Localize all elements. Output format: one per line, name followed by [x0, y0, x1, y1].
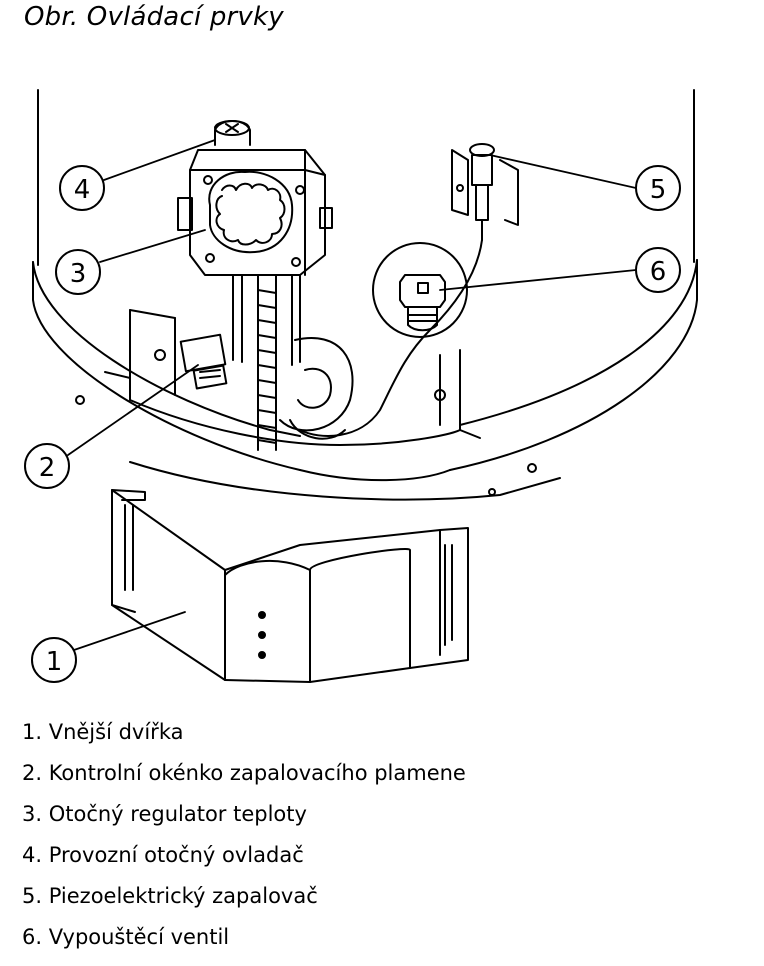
- legend-item-piezo-igniter: 5. Piezoelektrický zapalovač: [22, 884, 318, 908]
- tank-body: [37, 89, 695, 266]
- callout-2: 2: [24, 443, 70, 489]
- leader-lines: [67, 139, 637, 651]
- figure-caption: Obr. Ovládací prvky: [24, 2, 284, 32]
- svg-text:1: 1: [46, 647, 63, 677]
- water-heater-diagram: 1 2 3 4 5 6: [24, 89, 698, 683]
- callout-4: 4: [59, 165, 105, 211]
- operating-knob: [214, 120, 251, 146]
- temperature-dial: [208, 170, 294, 254]
- svg-text:6: 6: [650, 257, 667, 287]
- callout-1: 1: [31, 637, 77, 683]
- svg-text:3: 3: [70, 259, 87, 289]
- drain-valve: [372, 242, 468, 338]
- svg-text:4: 4: [74, 175, 91, 205]
- base-ring: [32, 259, 698, 501]
- pilot-window: [179, 333, 228, 390]
- igniter-wire: [299, 239, 483, 437]
- legend-list: 1. Vnější dvířka 2. Kontrolní okénko zap…: [22, 712, 466, 958]
- gas-control-valve: [177, 149, 333, 276]
- callout-3: 3: [55, 249, 101, 295]
- legend-item-outer-door: 1. Vnější dvířka: [22, 720, 184, 744]
- outer-door: [111, 489, 469, 683]
- inner-opening: [104, 309, 481, 446]
- callout-6: 6: [635, 247, 681, 293]
- flexible-conduit: [232, 274, 301, 451]
- legend-item-operating-knob: 4. Provozní otočný ovladač: [22, 843, 304, 867]
- legend-item-pilot-window: 2. Kontrolní okénko zapalovacího plamene: [22, 761, 466, 785]
- legend-item-temperature-dial: 3. Otočný regulator teploty: [22, 802, 307, 826]
- legend-item-drain-valve: 6. Vypouštěcí ventil: [22, 925, 230, 949]
- svg-text:2: 2: [39, 453, 56, 483]
- piezo-igniter: [451, 143, 519, 241]
- burner-housing: [279, 337, 354, 440]
- svg-text:5: 5: [650, 175, 667, 205]
- callout-5: 5: [635, 165, 681, 211]
